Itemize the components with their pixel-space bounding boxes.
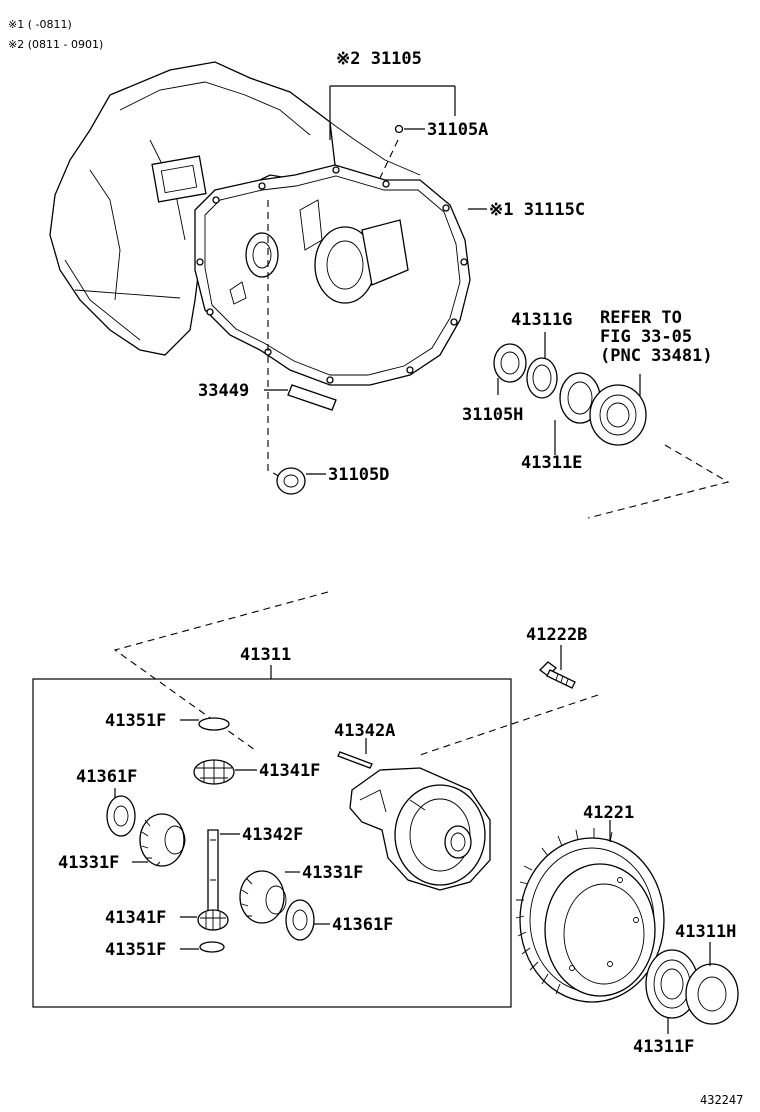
refer-line-1: REFER TO <box>600 308 682 328</box>
pinion-gear-top <box>193 759 235 785</box>
washer-41361F-right <box>285 899 315 941</box>
pin-33449 <box>287 384 337 411</box>
dash-diff-right <box>419 694 599 756</box>
refer-line-2: FIG 33-05 <box>600 327 692 347</box>
label-41311H: 41311H <box>675 922 736 942</box>
label-41311: 41311 <box>240 645 291 665</box>
transaxle-housing-drawing <box>49 61 471 386</box>
label-41221: 41221 <box>583 803 634 823</box>
dash-bearing-to-diff <box>587 444 730 519</box>
bolt-41222B <box>539 661 576 689</box>
label-41341F-bottom: 41341F <box>105 908 166 928</box>
bearing-seal-group <box>493 343 647 446</box>
label-41311G: 41311G <box>511 310 572 330</box>
side-gear-41331F-right <box>239 870 287 924</box>
ring-gear-41221 <box>515 828 665 1003</box>
note-2: ※2 (0811 - 0901) <box>8 38 103 51</box>
label-31115C: ※1 31115C <box>489 200 585 220</box>
dash-diff-left <box>113 591 329 751</box>
label-41351F-bottom: 41351F <box>105 940 166 960</box>
note-1: ※1 ( -0811) <box>8 18 72 31</box>
differential-case <box>349 767 491 891</box>
thrust-washer-top <box>198 717 230 731</box>
oil-seal-31105D <box>276 467 306 495</box>
bearing-41311F <box>645 949 699 1019</box>
label-41341F-top: 41341F <box>259 761 320 781</box>
label-41361F-right: 41361F <box>332 915 393 935</box>
label-41311F: 41311F <box>633 1037 694 1057</box>
dash-housing-vertical <box>267 200 283 479</box>
refer-line-3: (PNC 33481) <box>600 346 713 366</box>
leader-31105 <box>329 85 456 140</box>
label-31105: ※2 31105 <box>336 49 422 69</box>
label-41222B: 41222B <box>526 625 587 645</box>
label-41351F-top: 41351F <box>105 711 166 731</box>
label-41311E: 41311E <box>521 453 582 473</box>
label-31105A: 31105A <box>427 120 488 140</box>
side-gear-41331F-left <box>139 813 186 867</box>
assembly-box-41311 <box>32 678 512 1008</box>
figure-id: 432247 <box>700 1093 743 1107</box>
label-41361F-left: 41361F <box>76 767 137 787</box>
washer-41361F-left <box>106 795 136 837</box>
label-31105D: 31105D <box>328 465 389 485</box>
race-41311H <box>685 963 739 1025</box>
label-41331F-left: 41331F <box>58 853 119 873</box>
label-33449: 33449 <box>198 381 249 401</box>
label-41342A: 41342A <box>334 721 395 741</box>
pin-41342A <box>337 751 373 769</box>
pinion-gear-bottom <box>197 909 229 931</box>
label-41342F: 41342F <box>242 825 303 845</box>
label-31105H: 31105H <box>462 405 523 425</box>
thrust-washer-bottom <box>199 941 225 953</box>
pinion-shaft-41342F <box>207 829 219 913</box>
flange-bolt-holes <box>196 166 468 384</box>
label-41331F-right: 41331F <box>302 863 363 883</box>
